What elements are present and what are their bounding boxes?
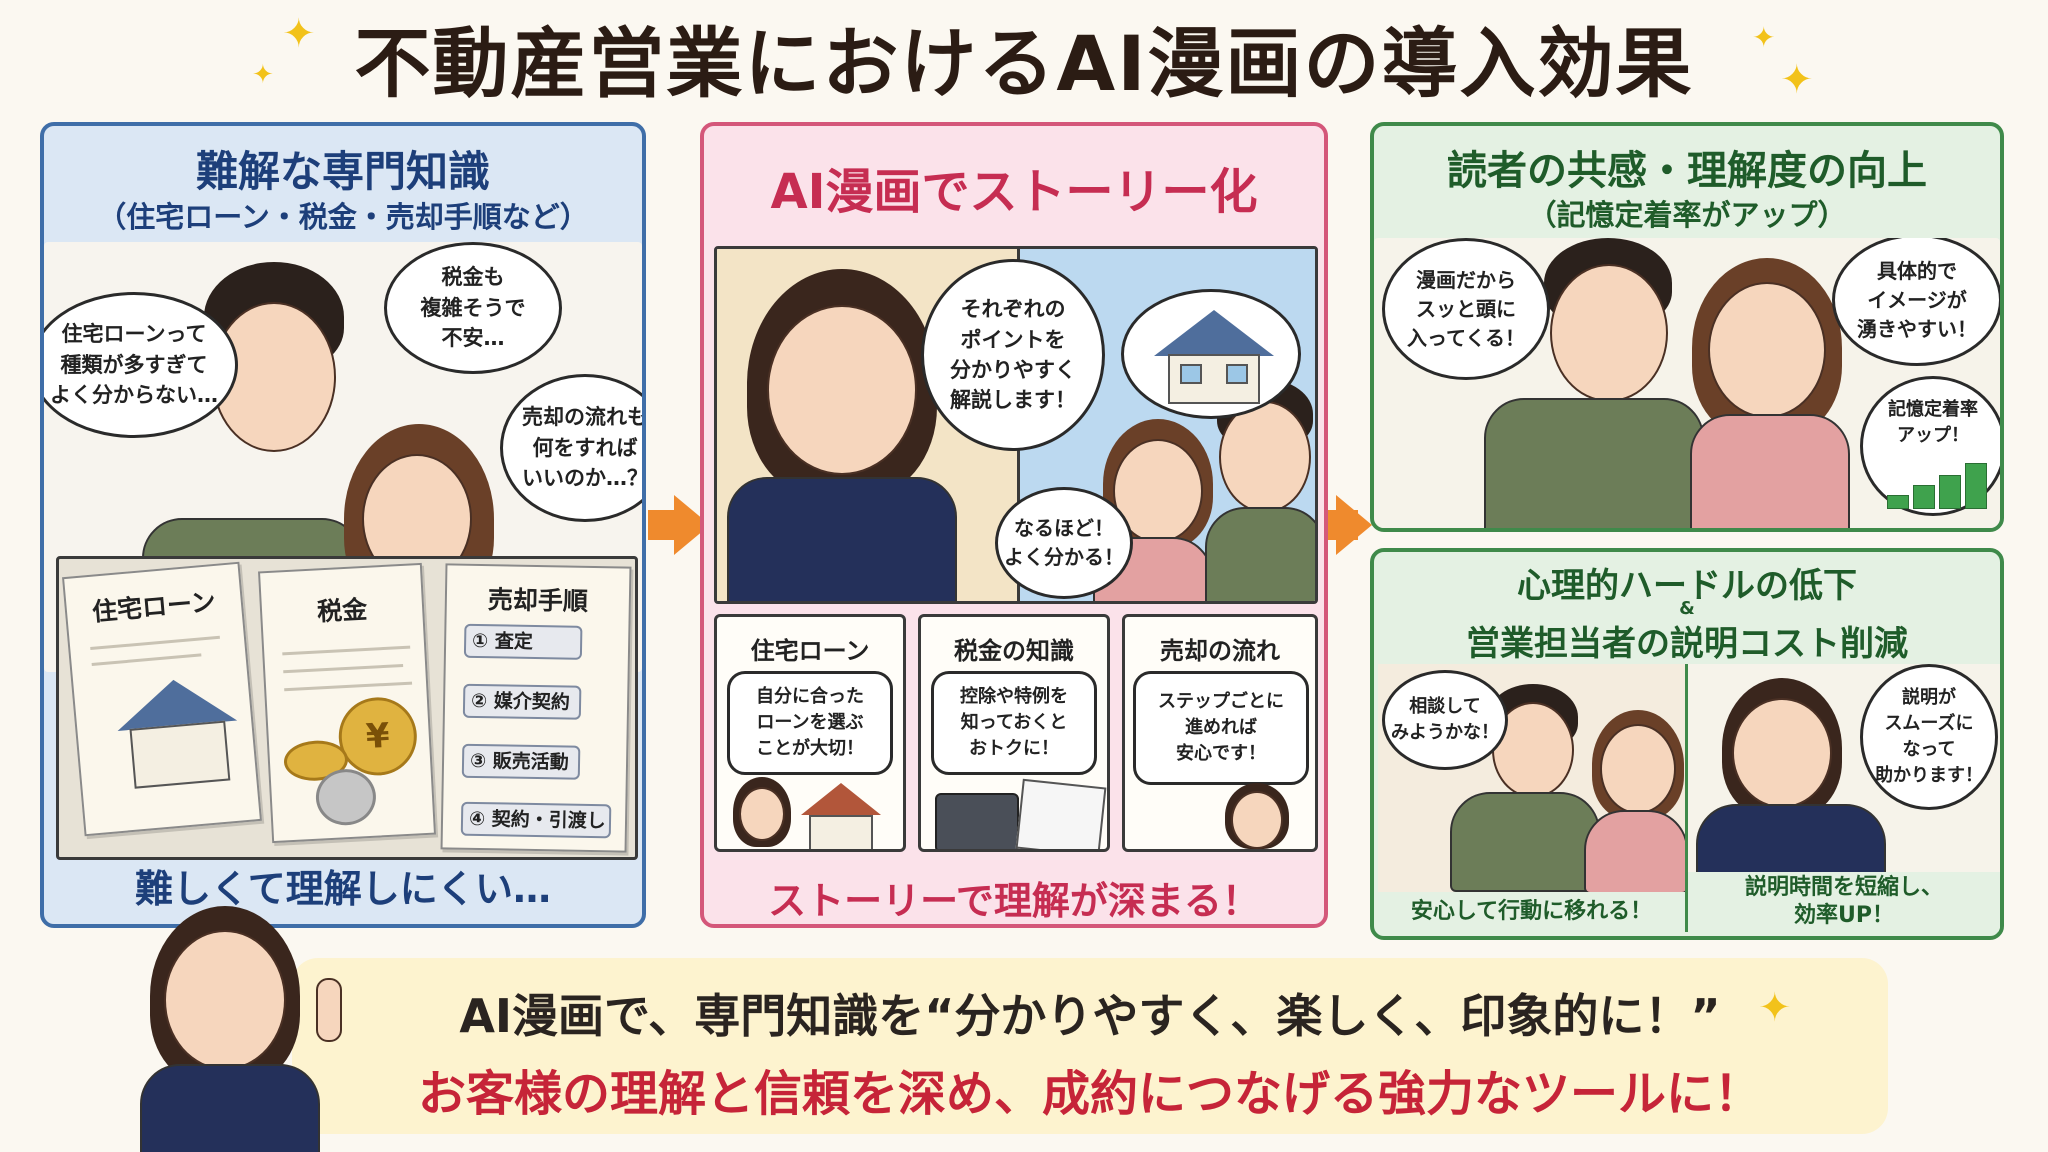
documents-scene: 住宅ローン 税金 ¥ 売却手順 ① 査定 ② 媒介契約 ③ 販売活動 ④ 契約・… bbox=[56, 556, 638, 860]
doc-title: 売却手順 bbox=[487, 585, 589, 616]
speech-bubble: 税金も 複雑そうで 不安… bbox=[384, 242, 562, 374]
subpanel-title: 住宅ローン bbox=[750, 637, 870, 665]
panel-lower-hurdle: 心理的ハードルの低下 & 営業担当者の説明コスト削減 相談して みようかな！ 安… bbox=[1370, 548, 2004, 940]
sparkle-icon: ✦ bbox=[1780, 57, 1814, 103]
panel-subtitle: （住宅ローン・税金・売却手順など） bbox=[97, 200, 589, 234]
loan-document: 住宅ローン bbox=[62, 561, 262, 837]
subpanel-sale: 売却の流れ ステップごとに 進めれば 安心です！ bbox=[1122, 614, 1318, 852]
doc-title: 税金 bbox=[316, 594, 368, 627]
panel-title: 営業担当者の説明コスト削減 bbox=[1466, 624, 1908, 664]
coin-icon bbox=[314, 767, 378, 827]
sale-steps-document: 売却手順 ① 査定 ② 媒介契約 ③ 販売活動 ④ 契約・引渡し bbox=[440, 563, 632, 853]
speech-bubble: 控除や特例を 知っておくと おトクに！ bbox=[931, 671, 1097, 775]
step-item: ① 査定 bbox=[463, 623, 583, 660]
calculator-icon bbox=[935, 793, 1019, 849]
badge-text: 記憶定着率 アップ！ bbox=[1888, 399, 1978, 447]
subpanel-caption: 安心して行動に移れる！ bbox=[1378, 892, 1685, 932]
speech-bubble: 住宅ローンって 種類が多すぎて よく分からない… bbox=[44, 292, 238, 438]
speech-bubble: ステップごとに 進めれば 安心です！ bbox=[1133, 671, 1309, 785]
happy-couple-scene: 漫画だから スッと頭に 入ってくる！ 具体的で イメージが 湧きやすい！ 記憶定… bbox=[1374, 238, 2000, 528]
subpanel-title: 売却の流れ bbox=[1160, 637, 1280, 665]
presenter-icon bbox=[739, 787, 785, 841]
house-thought-bubble bbox=[1121, 289, 1301, 419]
subpanel-tax: 税金の知識 控除や特例を 知っておくと おトクに！ bbox=[918, 614, 1110, 852]
speech-bubble: それぞれの ポイントを 分かりやすく 解説します！ bbox=[921, 259, 1105, 451]
speech-bubble: 相談して みようかな！ bbox=[1382, 670, 1508, 770]
panel-caption: ストーリーで理解が深まる！ bbox=[768, 879, 1260, 923]
memory-retention-badge: 記憶定着率 アップ！ bbox=[1860, 376, 2000, 516]
banner-line-1: AI漫画で、専門知識を“分かりやすく、楽しく、印象的に！” bbox=[459, 989, 1721, 1043]
panel-empathy-understanding: 読者の共感・理解度の向上 （記憶定着率がアップ） 漫画だから スッと頭に 入って… bbox=[1370, 122, 2004, 532]
rising-bar-chart-icon bbox=[1887, 461, 1987, 509]
panel-title: AI漫画でストーリー化 bbox=[770, 164, 1258, 220]
manga-main-scene: それぞれの ポイントを 分かりやすく 解説します！ なるほど！ よく分かる！ bbox=[714, 246, 1318, 604]
page-title: 不動産営業におけるAI漫画の導入効果 bbox=[354, 19, 1694, 108]
subpanel-loan: 住宅ローン 自分に合った ローンを選ぶ ことが大切！ bbox=[714, 614, 906, 852]
sparkle-icon: ✦ bbox=[282, 11, 316, 57]
sparkle-icon: ✦ bbox=[1758, 985, 1792, 1031]
pointing-hand bbox=[316, 978, 342, 1042]
right-arrow-icon bbox=[1336, 495, 1372, 555]
panel-subtitle: （記憶定着率がアップ） bbox=[1527, 198, 1847, 232]
panel-difficult-knowledge: 難解な専門知識 （住宅ローン・税金・売却手順など） 住宅ローンって 種類が多すぎ… bbox=[40, 122, 646, 928]
speech-bubble: 売却の流れも 何をすれば いいのか…？ bbox=[500, 374, 642, 522]
sparkle-icon: ✦ bbox=[1752, 21, 1776, 54]
house-icon bbox=[1154, 310, 1274, 356]
speech-bubble: 漫画だから スッと頭に 入ってくる！ bbox=[1382, 238, 1550, 380]
panel-ai-manga-story: AI漫画でストーリー化 それぞれの ポイントを 分かりやすく 解説します！ bbox=[700, 122, 1328, 928]
speech-bubble: なるほど！ よく分かる！ bbox=[995, 487, 1133, 599]
step-item: ③ 販売活動 bbox=[461, 743, 581, 780]
subpanel-title: 税金の知識 bbox=[954, 637, 1074, 665]
panel-title: 難解な専門知識 bbox=[195, 147, 490, 196]
ampersand: & bbox=[1679, 598, 1695, 619]
step-item: ② 媒介契約 bbox=[462, 683, 582, 720]
house-icon bbox=[801, 783, 881, 815]
speech-bubble: 自分に合った ローンを選ぶ ことが大切！ bbox=[727, 671, 893, 775]
subpanel-consult: 相談して みようかな！ 安心して行動に移れる！ bbox=[1378, 664, 1688, 932]
tax-document: 税金 ¥ bbox=[257, 562, 437, 844]
banner-line-2: お客様の理解と信頼を深め、成約につなげる強力なツールに！ bbox=[417, 1066, 1762, 1122]
step-item: ④ 契約・引渡し bbox=[460, 801, 612, 839]
speech-bubble: 説明が スムーズに なって 助かります！ bbox=[1860, 664, 1998, 810]
panel-title: 心理的ハードルの低下 bbox=[1517, 566, 1857, 606]
conclusion-banner: AI漫画で、専門知識を“分かりやすく、楽しく、印象的に！” お客様の理解と信頼を… bbox=[292, 958, 1888, 1134]
presenter-icon bbox=[1231, 791, 1283, 849]
yen-coin-icon: ¥ bbox=[336, 695, 419, 778]
clipboard-icon bbox=[1015, 778, 1107, 849]
speech-bubble: 具体的で イメージが 湧きやすい！ bbox=[1832, 238, 2000, 366]
sparkle-icon: ✦ bbox=[252, 60, 274, 90]
subpanel-explain: 説明が スムーズに なって 助かります！ 説明時間を短縮し、 効率UP！ bbox=[1688, 664, 2000, 932]
panel-title: 読者の共感・理解度の向上 bbox=[1447, 148, 1927, 194]
panel-caption: 難しくて理解しにくい… bbox=[134, 867, 552, 911]
subpanel-caption: 説明時間を短縮し、 効率UP！ bbox=[1688, 872, 2000, 932]
doc-title: 住宅ローン bbox=[91, 587, 217, 627]
